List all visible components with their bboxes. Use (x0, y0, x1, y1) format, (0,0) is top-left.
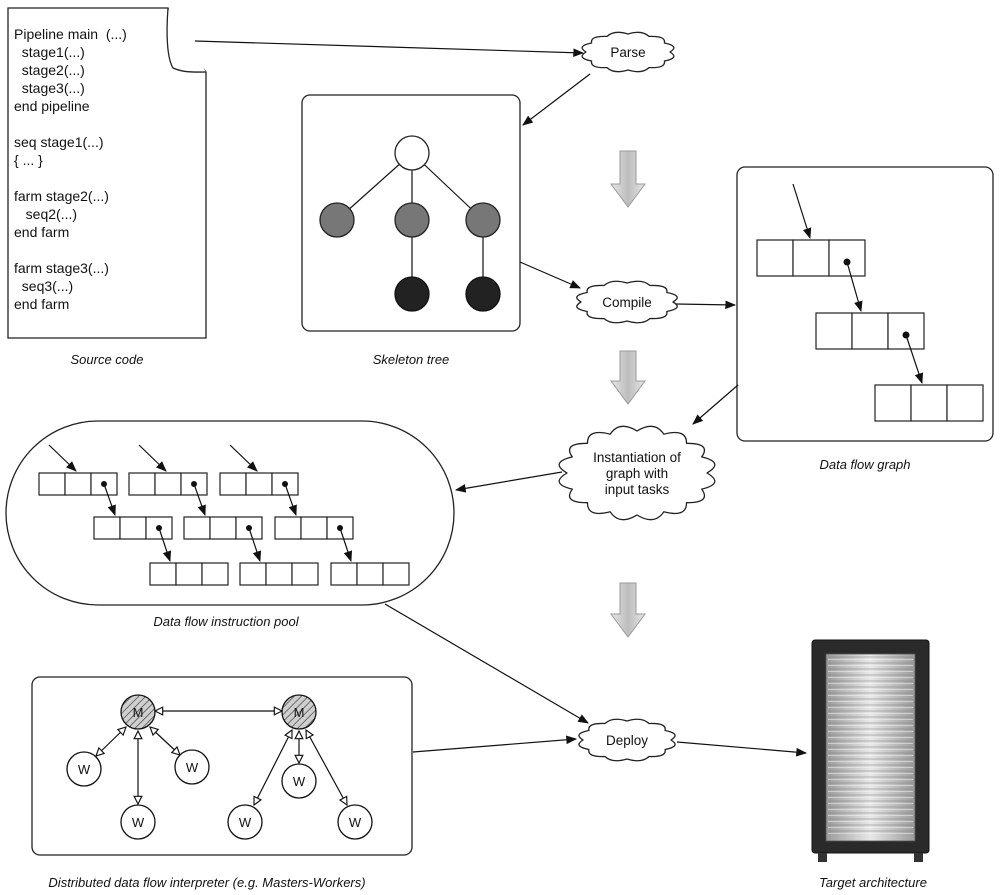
cloud-label: Instantiation of (593, 450, 681, 465)
cloud-parse: Parse (581, 31, 675, 73)
worker-node: W (337, 804, 373, 840)
worker-node: W (174, 749, 210, 785)
caption-skeleton-tree: Skeleton tree (373, 352, 450, 367)
svg-text:W: W (349, 815, 362, 830)
process-down-arrow (610, 350, 646, 405)
caption-instruction-pool: Data flow instruction pool (153, 614, 299, 629)
worker-node: W (227, 804, 263, 840)
cloud-label: Compile (602, 295, 652, 310)
cloud-label: input tasks (605, 482, 670, 497)
svg-text:W: W (132, 815, 145, 830)
tree-worker-node (394, 276, 430, 312)
source-code-line: Pipeline main (...) (14, 26, 127, 42)
pool-graph-instances (38, 444, 410, 586)
svg-text:W: W (186, 760, 199, 775)
source-code-line: stage3(...) (14, 80, 85, 96)
caption-interpreter: Distributed data flow interpreter (e.g. … (48, 875, 365, 890)
svg-text:M: M (133, 705, 144, 720)
tree-worker-node (465, 276, 501, 312)
tree-stage-node (319, 202, 355, 238)
source-code-lines: Pipeline main (...) stage1(...) stage2(.… (14, 26, 127, 312)
tree-stage-node (394, 202, 430, 238)
svg-text:W: W (78, 762, 91, 777)
data-flow-graph-box (736, 166, 994, 442)
caption-target: Target architecture (819, 875, 927, 890)
tree-stage-node (465, 202, 501, 238)
source-code-line: end farm (14, 224, 69, 240)
skeleton-tree-box (301, 94, 521, 332)
source-code-line: end pipeline (14, 98, 90, 114)
master-node: M (120, 694, 156, 730)
cloud-deploy: Deploy (578, 718, 676, 762)
source-code-line: seq2(...) (14, 206, 77, 222)
svg-text:W: W (239, 815, 252, 830)
worker-node: W (281, 763, 317, 799)
source-code-line: seq3(...) (14, 278, 73, 294)
source-code-line: stage1(...) (14, 44, 85, 60)
cloud-label: graph with (606, 466, 668, 481)
svg-text:W: W (293, 774, 306, 789)
master-node: M (281, 694, 317, 730)
worker-node: W (66, 751, 102, 787)
process-down-arrow (610, 150, 646, 208)
worker-node: W (120, 804, 156, 840)
source-code-line: farm stage3(...) (14, 260, 109, 276)
process-down-arrow (610, 582, 646, 638)
server-rack-image (811, 639, 930, 862)
source-code-line: seq stage1(...) (14, 134, 104, 150)
tree-root-node (394, 135, 430, 171)
connector-arrows (194, 40, 808, 757)
source-code-document: Pipeline main (...) stage1(...) stage2(.… (7, 7, 207, 339)
cloud-compile: Compile (576, 280, 678, 324)
source-code-line: { ... } (14, 152, 43, 168)
instruction-pool-box (5, 420, 455, 606)
svg-text:M: M (294, 705, 305, 720)
source-code-line: farm stage2(...) (14, 188, 109, 204)
source-code-line: stage2(...) (14, 62, 85, 78)
caption-data-flow-graph: Data flow graph (819, 457, 910, 472)
interpreter-box: M M W W W W W W (31, 676, 413, 856)
cloud-label: Deploy (606, 733, 648, 748)
source-code-line: end farm (14, 296, 69, 312)
caption-source-code: Source code (71, 352, 144, 367)
document-page-fold (166, 7, 207, 73)
cloud-label: Parse (610, 45, 645, 60)
